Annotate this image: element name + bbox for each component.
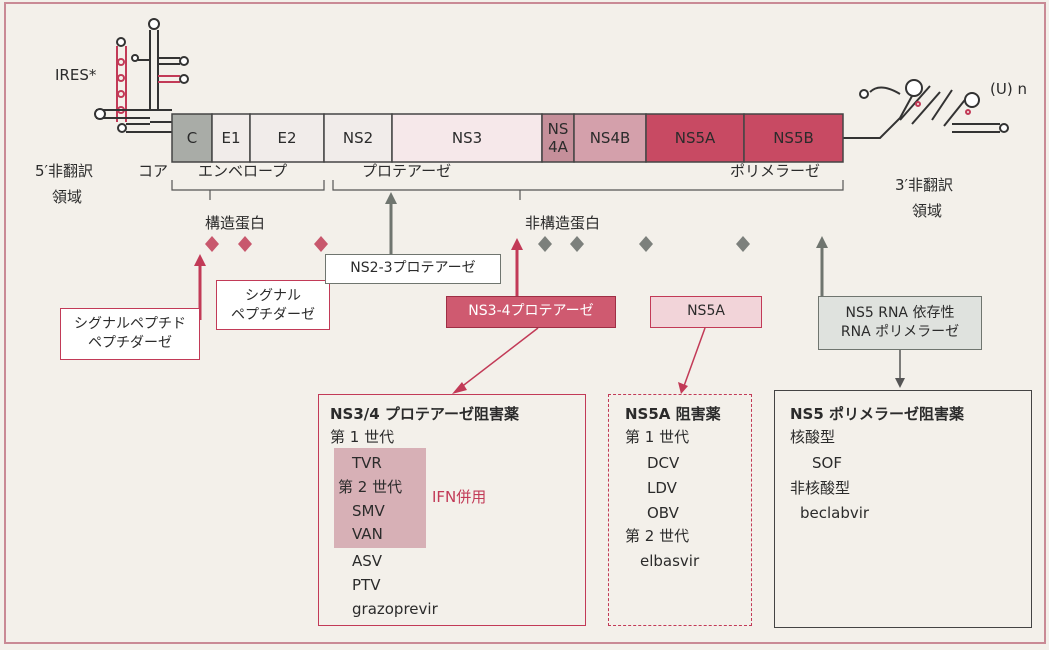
utr3-label-line1: 3′非翻訳: [895, 176, 953, 194]
cleavage-site-diamond: [639, 236, 653, 252]
ns5-polymerase-box: NS5 RNA 依存性 RNA ポリメラーゼ: [818, 296, 982, 350]
ns5-polymerase-line2: RNA ポリメラーゼ: [840, 324, 960, 340]
segment-ns4a: [541, 113, 575, 163]
cleavage-sites: [205, 236, 750, 252]
segment-ns2-label: NS2: [343, 129, 373, 147]
cleavage-site-diamond: [736, 236, 750, 252]
ns5a-gen1-label: 第 1 世代: [625, 428, 690, 446]
cleavage-site-diamond: [314, 236, 328, 252]
utr3-structure: [843, 79, 1009, 139]
ns5a-gen2-label: 第 2 世代: [625, 527, 690, 545]
signal-peptidase-line2: ペプチダーゼ: [231, 307, 315, 323]
cleavage-site-diamond: [238, 236, 252, 252]
signal-peptide-peptidase-line2: ペプチダーゼ: [88, 335, 172, 351]
cleavage-site-diamond: [570, 236, 584, 252]
ns34-drug-asv: ASV: [352, 552, 383, 570]
ns5b-drug-beclabvir: beclabvir: [800, 504, 870, 522]
utr3-label-line2: 領域: [912, 202, 943, 220]
region-brackets: [171, 180, 844, 200]
ns5b-non-nucleotide-label: 非核酸型: [790, 479, 851, 497]
segment-ns4a-label: NS: [548, 120, 569, 138]
ns5a-inhibitor-title: NS5A 阻害薬: [625, 405, 721, 423]
structural-protein-label: 構造蛋白: [205, 214, 266, 232]
segment-e2-label: E2: [277, 129, 296, 147]
ns34-gen2-label: 第 2 世代: [338, 478, 403, 496]
segment-ns5b-label: NS5B: [773, 129, 814, 147]
segment-ns3: [391, 113, 543, 163]
segment-c-label: C: [187, 129, 197, 147]
segment-ns5a-label: NS5A: [675, 129, 716, 147]
ns5a-drug-elbasvir: elbasvir: [640, 552, 700, 570]
ns23-protease-box: NS2-3プロテアーゼ: [325, 254, 501, 284]
ires-label: IRES*: [55, 66, 97, 84]
segment-e2: [249, 113, 325, 163]
ns5-polymerase-line1: NS5 RNA 依存性: [845, 305, 955, 321]
signal-peptidase-box: シグナル ペプチダーゼ: [216, 280, 330, 330]
polyu-label: (U) n: [990, 80, 1027, 98]
ns5a-tag-box: NS5A: [650, 296, 762, 328]
outer-frame: [4, 2, 1046, 644]
signal-peptide-peptidase-line1: シグナルペプチド: [74, 316, 186, 332]
segment-ns3-label: NS3: [452, 129, 482, 147]
arrows: [194, 192, 905, 394]
ns5a-inhibitor-box: [608, 394, 752, 626]
envelope-label: エンベロープ: [198, 162, 288, 180]
ns34-protease-box: NS3-4プロテアーゼ: [446, 296, 616, 328]
ns34-inhibitor-box: [318, 394, 586, 626]
cleavage-site-diamond: [538, 236, 552, 252]
protease-label: プロテアーゼ: [362, 162, 452, 180]
segment-ns5b: [743, 113, 844, 163]
segment-e1: [211, 113, 251, 163]
ns34-drug-tvr: TVR: [352, 454, 382, 472]
ns5a-drug-ldv: LDV: [647, 479, 677, 497]
ns5b-nucleotide-label: 核酸型: [790, 428, 836, 446]
ns5a-drug-dcv: DCV: [647, 454, 680, 472]
ns34-drug-ptv: PTV: [352, 576, 381, 594]
ns34-gen1-label: 第 1 世代: [330, 428, 395, 446]
utr5-label-line2: 領域: [52, 188, 83, 206]
core-label: コア: [138, 162, 169, 180]
cleavage-site-diamond: [205, 236, 219, 252]
segment-e1-label: E1: [221, 129, 240, 147]
utr5-label-line1: 5′非翻訳: [35, 162, 93, 180]
ns5b-drug-sof: SOF: [812, 454, 842, 472]
ifn-combination-block: [334, 448, 426, 548]
segment-ns5a: [645, 113, 745, 163]
segment-ns4a-label: 4A: [548, 138, 569, 156]
ns34-drug-grazoprevir: grazoprevir: [352, 600, 438, 618]
polymerase-label: ポリメラーゼ: [730, 162, 821, 180]
ns5b-inhibitor-box: [774, 390, 1032, 628]
ns34-inhibitor-title: NS3/4 プロテアーゼ阻害薬: [330, 405, 520, 423]
ns34-drug-van: VAN: [352, 525, 383, 543]
segment-ns4b-label: NS4B: [590, 129, 631, 147]
nonstructural-protein-label: 非構造蛋白: [525, 214, 601, 232]
signal-peptidase-line1: シグナル: [245, 288, 301, 304]
ns5a-drug-obv: OBV: [647, 504, 679, 522]
segment-ns2: [323, 113, 393, 163]
ns5b-inhibitor-title: NS5 ポリメラーゼ阻害薬: [790, 405, 965, 423]
segment-ns4b: [573, 113, 647, 163]
signal-peptide-peptidase-box: シグナルペプチド ペプチダーゼ: [60, 308, 200, 360]
ifn-combination-label: IFN併用: [432, 488, 487, 506]
ires-structure: [94, 18, 189, 133]
ns34-drug-smv: SMV: [352, 502, 385, 520]
